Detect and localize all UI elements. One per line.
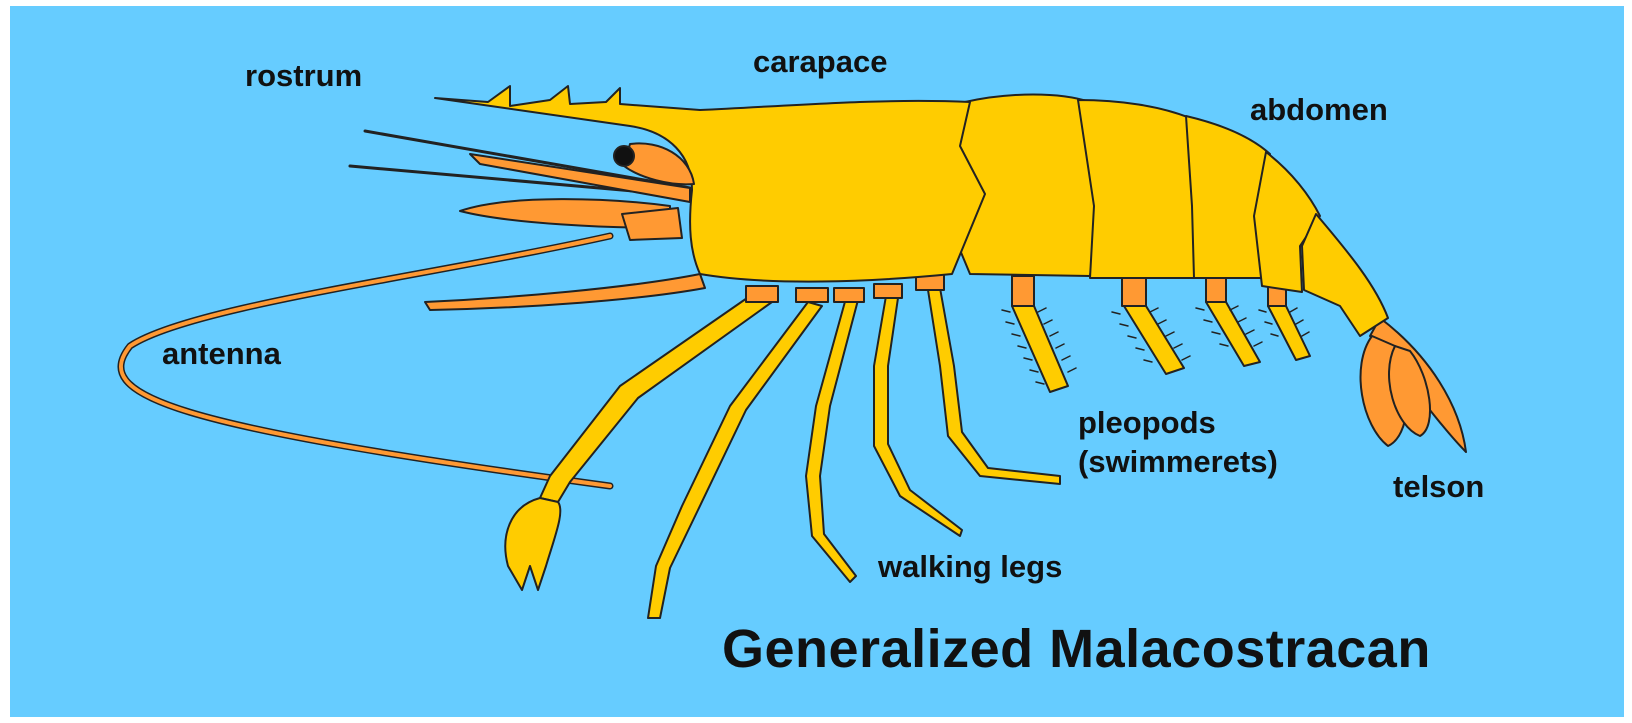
antenna-base: [622, 208, 682, 240]
eye: [614, 146, 634, 166]
label-carapace: carapace: [753, 46, 887, 77]
label-pleopods: pleopods (swimmerets): [1078, 404, 1278, 482]
diagram-canvas: rostrum carapace abdomen antenna pleopod…: [10, 6, 1624, 717]
label-telson: telson: [1393, 471, 1484, 502]
label-rostrum: rostrum: [245, 60, 362, 91]
label-walking-legs: walking legs: [878, 551, 1062, 582]
label-pleopods-alt: (swimmerets): [1078, 443, 1278, 482]
label-antenna: antenna: [162, 338, 281, 369]
walking-leg-5: [928, 288, 1060, 484]
label-abdomen: abdomen: [1250, 94, 1388, 125]
telson: [1361, 318, 1466, 452]
maxilliped: [425, 274, 705, 310]
walking-leg-3: [806, 298, 858, 582]
label-pleopods-name: pleopods: [1078, 404, 1278, 443]
cheliped: [505, 296, 772, 590]
pleopods: [1012, 276, 1310, 392]
diagram-title: Generalized Malacostracan: [722, 622, 1431, 676]
